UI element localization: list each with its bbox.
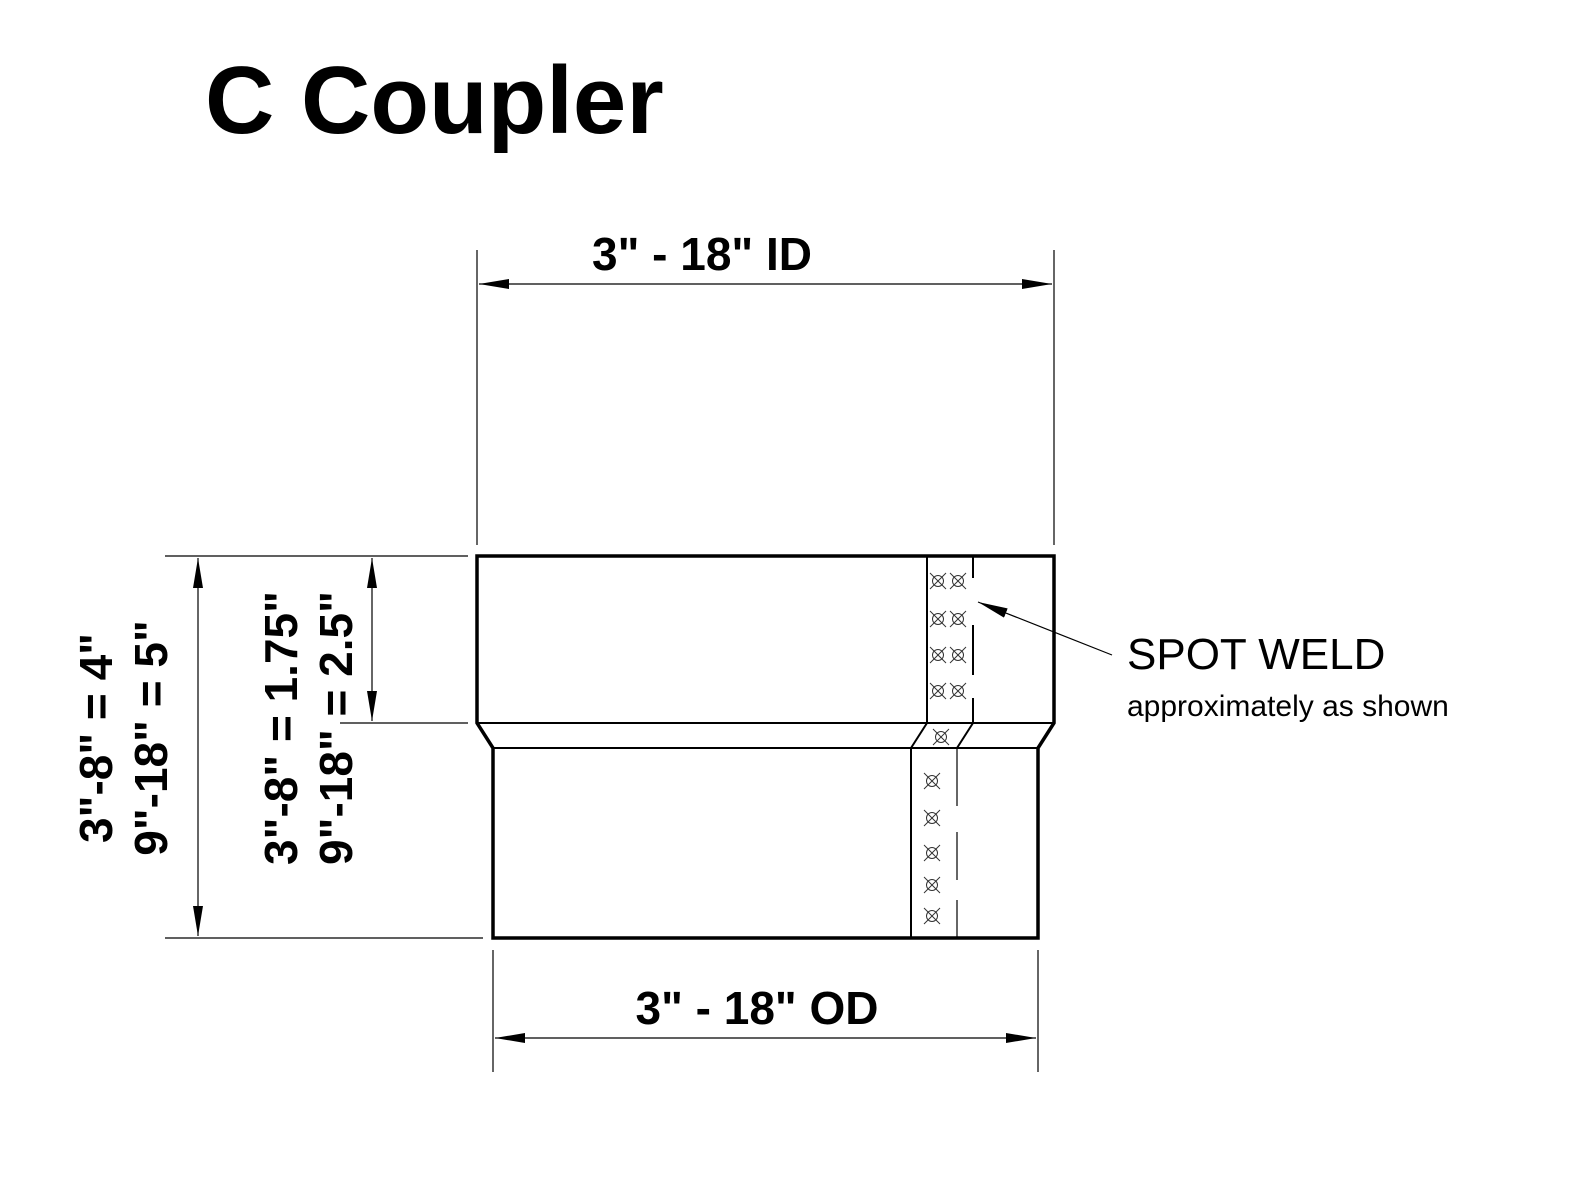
spot-weld-note: approximately as shown <box>1127 690 1449 723</box>
leader-arrow <box>977 601 1113 656</box>
coupler-body <box>475 554 1056 940</box>
od-dimension: 3" - 18" OD <box>492 950 1039 1072</box>
overall-height-label-small: 3"-8" = 4" <box>70 633 122 843</box>
spot-weld-label: SPOT WELD <box>1127 630 1385 679</box>
upper-height-label-large: 9"-18" = 2.5" <box>310 591 362 865</box>
page-title: C Coupler <box>205 47 664 154</box>
upper-height-dimension: 3"-8" = 1.75" 9"-18" = 2.5" <box>255 558 468 865</box>
overall-height-label-large: 9"-18" = 5" <box>125 620 177 856</box>
overall-height-dimension: 3"-8" = 4" 9"-18" = 5" <box>70 555 483 939</box>
id-dimension: 3" - 18" ID <box>476 228 1055 545</box>
id-dimension-label: 3" - 18" ID <box>592 228 812 280</box>
od-dimension-label: 3" - 18" OD <box>635 982 878 1034</box>
spot-weld-callout: SPOT WELD approximately as shown <box>977 601 1449 723</box>
upper-height-label-small: 3"-8" = 1.75" <box>255 591 307 865</box>
